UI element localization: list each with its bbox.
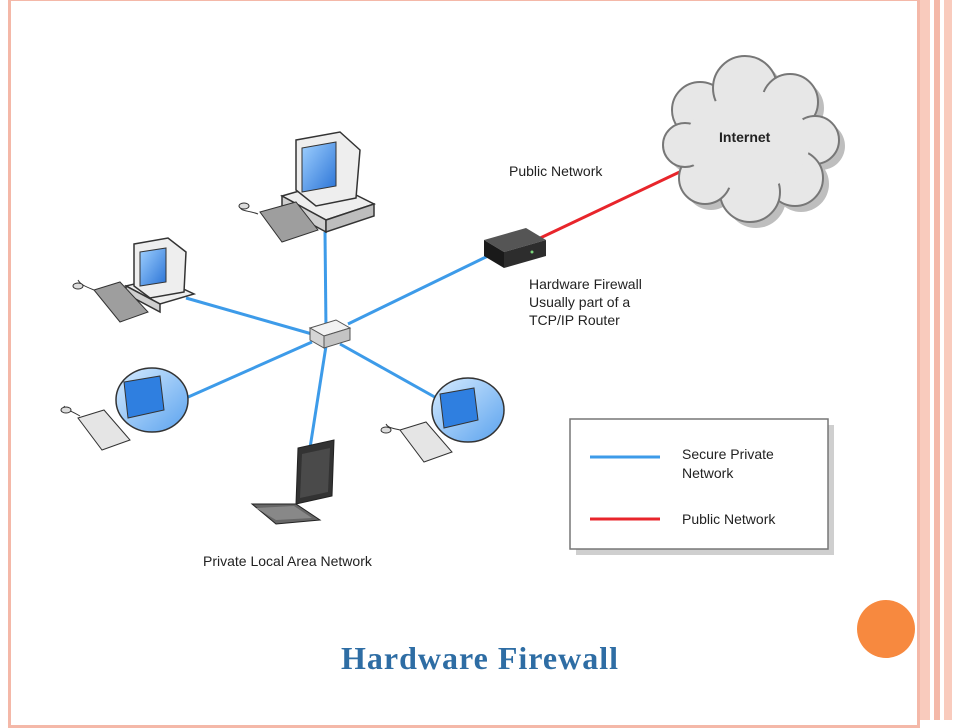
link-hub-imac-left [185,340,313,400]
imac-left-icon [60,367,189,451]
internet-cloud-icon [662,55,845,228]
desktop-computer-left-icon [72,237,197,323]
legend: Secure Private Network Public Network [569,418,834,555]
firewall-label-line2: Usually part of a [529,294,630,310]
link-hub-desktop-left [185,296,313,336]
hub-icon [308,319,352,349]
internet-label: Internet [719,129,771,145]
laptop-icon [250,439,335,525]
slide-title: Hardware Firewall [341,640,619,676]
secure-links [185,231,491,449]
link-hub-imac-right [339,342,441,402]
firewall-router-icon [484,228,546,268]
legend-secure-label-line1: Secure Private [682,446,774,462]
legend-secure-label-line2: Network [682,465,734,481]
link-hub-desktop-top [323,231,328,331]
link-firewall-internet [535,166,689,242]
firewall-label-line1: Hardware Firewall [529,276,642,292]
right-stripes [920,0,960,720]
accent-circle [857,600,915,658]
public-network-label: Public Network [509,163,603,179]
firewall-label-line3: TCP/IP Router [529,312,620,328]
link-hub-firewall [347,253,491,326]
legend-public-label: Public Network [682,511,776,527]
lan-label: Private Local Area Network [203,553,373,569]
imac-right-icon [380,377,505,463]
desktop-computer-top-icon [238,131,376,243]
link-hub-laptop [308,345,328,449]
